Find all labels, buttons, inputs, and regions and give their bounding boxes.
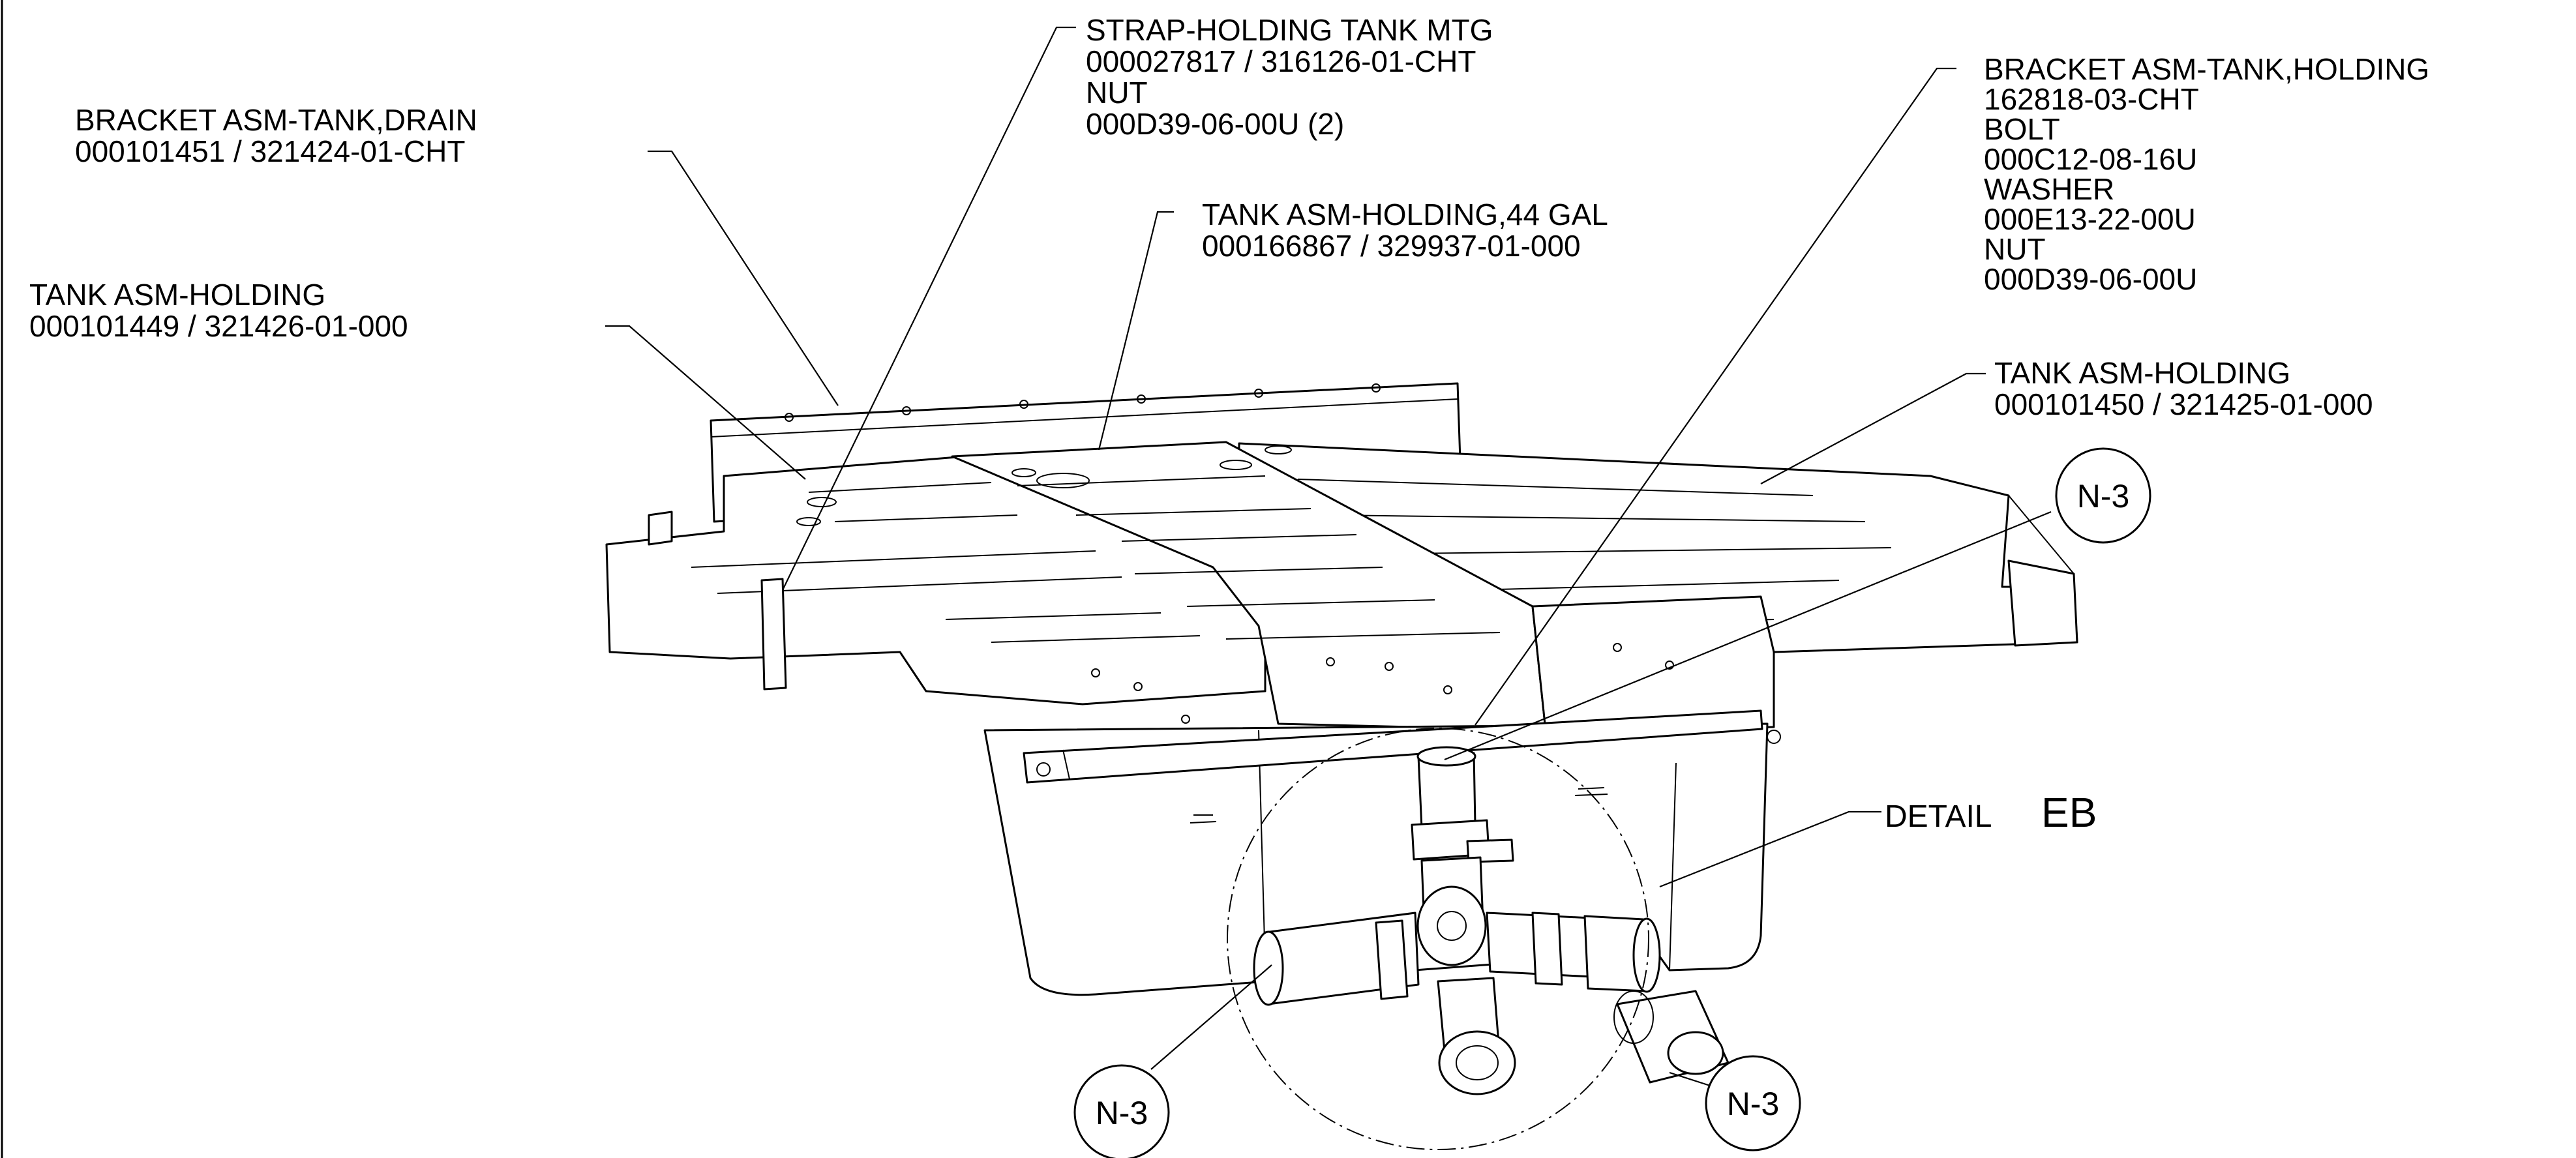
strap-nut-label: NUT xyxy=(1086,76,1148,110)
detail-eb-label: DETAIL EB xyxy=(1885,789,2097,836)
callout-tank-left: TANK ASM-HOLDING 000101449 / 321426-01-0… xyxy=(29,278,408,343)
ref-bubble-bottom-left: N-3 xyxy=(1073,1064,1170,1158)
bracket-holding-title: BRACKET ASM-TANK,HOLDING xyxy=(1984,52,2429,86)
ref-bubble-top-right: N-3 xyxy=(2055,447,2151,544)
callout-bracket-drain: BRACKET ASM-TANK,DRAIN 000101451 / 32142… xyxy=(75,103,477,168)
tank-right-title: TANK ASM-HOLDING xyxy=(1994,356,2290,390)
callout-strap: STRAP-HOLDING TANK MTG 000027817 / 31612… xyxy=(1086,13,1493,141)
bracket-drain-part-number: 000101451 / 321424-01-CHT xyxy=(75,134,465,168)
tank-assembly-illustration xyxy=(605,382,2078,1095)
callout-tank-right: TANK ASM-HOLDING 000101450 / 321425-01-0… xyxy=(1994,356,2373,421)
strap-nut-part-number: 000D39-06-00U (2) xyxy=(1086,107,1344,141)
bolt-part-number: 000C12-08-16U xyxy=(1984,142,2197,176)
bracket-drain-title: BRACKET ASM-TANK,DRAIN xyxy=(75,103,477,137)
tank-center-part-number: 000166867 / 329937-01-000 xyxy=(1202,229,1581,263)
bolt-label: BOLT xyxy=(1984,112,2060,146)
washer-label: WASHER xyxy=(1984,172,2114,206)
nut-label: NUT xyxy=(1984,232,2046,266)
nut-part-number: 000D39-06-00U xyxy=(1984,262,2197,296)
detail-letter: EB xyxy=(2041,789,2097,836)
strap-part-number: 000027817 / 316126-01-CHT xyxy=(1086,44,1476,78)
tank-right-part-number: 000101450 / 321425-01-000 xyxy=(1994,387,2373,421)
washer-part-number: 000E13-22-00U xyxy=(1984,202,2196,236)
ref-top-right-text: N-3 xyxy=(2077,478,2130,514)
strap-title: STRAP-HOLDING TANK MTG xyxy=(1086,13,1493,47)
ref-bottom-left-text: N-3 xyxy=(1096,1095,1148,1131)
tank-center-title: TANK ASM-HOLDING,44 GAL xyxy=(1202,198,1608,231)
callout-bracket-holding: BRACKET ASM-TANK,HOLDING 162818-03-CHT B… xyxy=(1984,52,2429,296)
tank-left-part-number: 000101449 / 321426-01-000 xyxy=(29,309,408,343)
ref-bubble-bottom-right: N-3 xyxy=(1705,1055,1801,1151)
detail-prefix: DETAIL xyxy=(1885,799,1992,834)
detail-eb-boundary xyxy=(1227,728,1649,1150)
callout-tank-center: TANK ASM-HOLDING,44 GAL 000166867 / 3299… xyxy=(1202,198,1608,263)
tank-left-title: TANK ASM-HOLDING xyxy=(29,278,325,312)
leader-lines xyxy=(605,26,2052,1087)
ref-bottom-right-text: N-3 xyxy=(1727,1086,1780,1122)
bracket-holding-part-number: 162818-03-CHT xyxy=(1984,82,2199,116)
